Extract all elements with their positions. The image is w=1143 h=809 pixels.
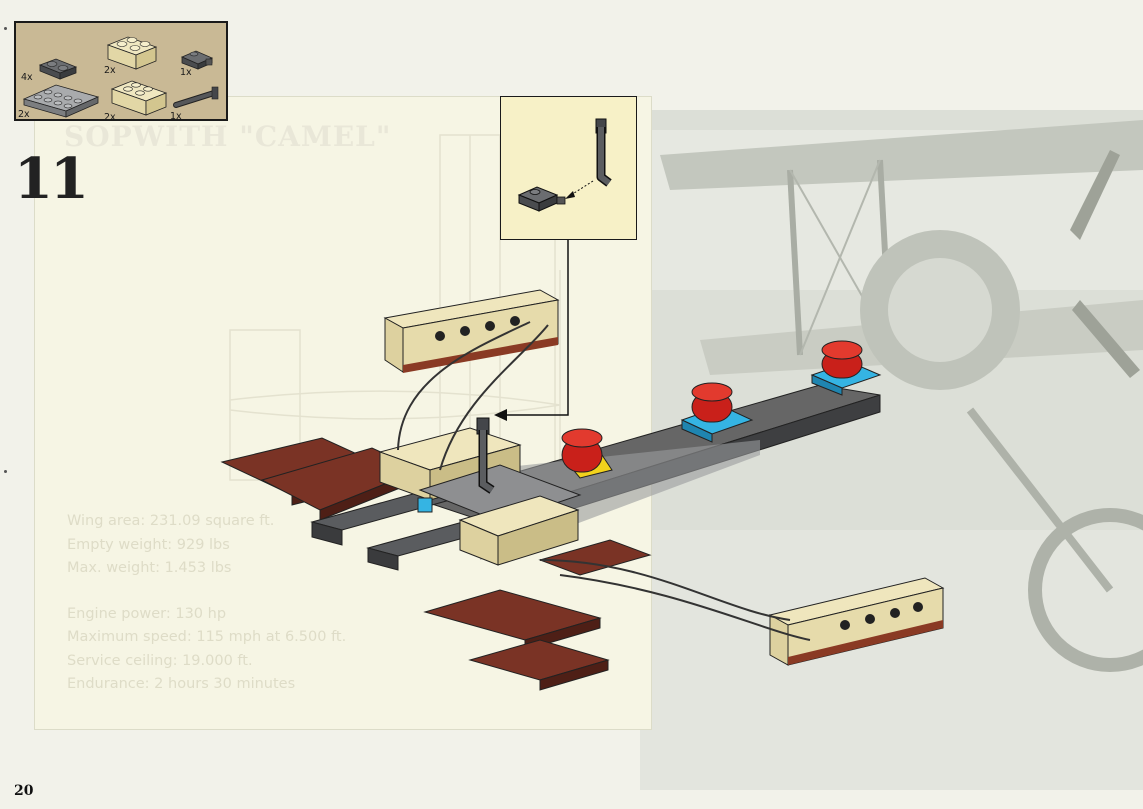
spec-service-ceiling: Service ceiling: 19.000 ft. [67, 652, 253, 669]
tan-brick-icon [110, 80, 168, 116]
spec-list: Wing area: 231.09 square ft. Empty weigh… [67, 510, 346, 697]
spec-engine-power: Engine power: 130 hp [67, 605, 227, 622]
biplane-photo-background [640, 110, 1143, 790]
reddish-brown-lower-wing [423, 539, 652, 691]
spec-empty-weight: Empty weight: 929 lbs [67, 536, 230, 553]
part-qty: 1x [180, 67, 192, 78]
parts-illustration [22, 36, 219, 118]
tan-brick-icon [106, 36, 158, 70]
print-mark [4, 470, 7, 473]
step-number: 11 [14, 146, 89, 212]
part-qty: 4x [21, 72, 33, 83]
control-cables [397, 321, 811, 641]
page-number: 20 [14, 783, 34, 799]
dark-gray-hinge-plate-icon [180, 50, 214, 70]
part-qty: 2x [104, 112, 116, 123]
spec-max-weight: Max. weight: 1.453 lbs [67, 560, 232, 576]
red-round-brick-right [810, 340, 882, 396]
part-qty: 1x [170, 111, 182, 122]
part-qty: 2x [18, 109, 30, 120]
spec-endurance: Endurance: 2 hours 30 minutes [67, 676, 296, 692]
aircraft-title: SOPWITH "CAMEL" [64, 120, 392, 153]
callout-illustration [517, 118, 612, 212]
part-qty: 2x [104, 65, 116, 76]
parts-list: 4x 2x 1x 2x 2x 1x [14, 21, 228, 123]
spec-max-speed: Maximum speed: 115 mph at 6.500 ft. [67, 629, 347, 645]
tan-technic-brick-right [768, 577, 945, 666]
dark-gray-plate-icon [38, 58, 78, 80]
tan-cockpit-block [378, 427, 582, 566]
callout-pointer [494, 240, 569, 421]
print-mark [4, 27, 7, 30]
sub-assembly-callout [500, 96, 637, 240]
lever-part-icon [595, 118, 612, 187]
assembly-arrow-icon [565, 180, 594, 199]
dark-gray-lever-icon [173, 86, 219, 108]
light-gray-plate-icon [22, 84, 100, 118]
cockpit-lever [476, 417, 495, 494]
red-round-brick-middle [680, 382, 754, 443]
spec-wing-area: Wing area: 231.09 square ft. [67, 513, 275, 529]
red-round-brick-left [561, 428, 613, 479]
hinge-plate-icon [517, 186, 566, 212]
tan-technic-brick-top [383, 289, 560, 373]
